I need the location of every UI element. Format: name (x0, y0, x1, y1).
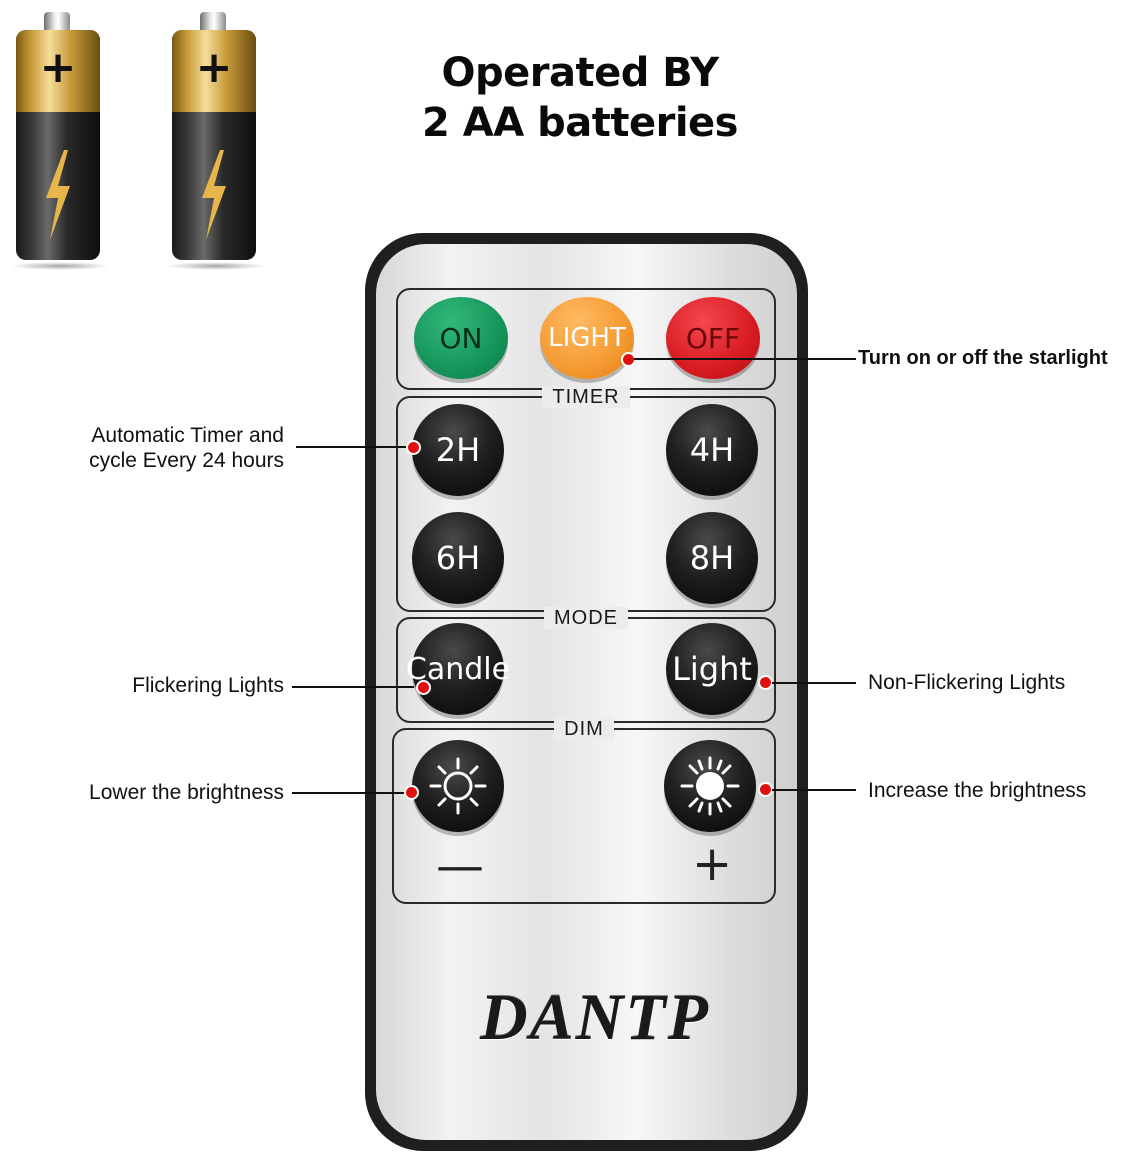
callout-line (772, 682, 856, 684)
callout-dot (404, 785, 419, 800)
power-panel: ON LIGHT OFF (396, 288, 776, 390)
callout-dot (406, 440, 421, 455)
on-button[interactable]: ON (414, 297, 508, 379)
callout-flickering: Flickering Lights (132, 674, 284, 697)
title-line-1: Operated BY (441, 50, 719, 96)
dim-up-button[interactable] (664, 740, 756, 832)
light-mode-label: Light (672, 650, 752, 688)
mode-panel: MODE Candle Light (396, 607, 776, 723)
callout-line (296, 446, 408, 448)
callout-dot (758, 675, 773, 690)
callout-line (292, 792, 404, 794)
light-mode-button[interactable]: Light (666, 623, 758, 715)
brightness-high-icon (680, 756, 740, 816)
plus-sign: + (692, 836, 733, 892)
callout-timer-line-1: Automatic Timer and (91, 424, 284, 447)
timer-8h-button[interactable]: 8H (666, 512, 758, 604)
off-button-label: OFF (685, 321, 741, 355)
timer-section-label: TIMER (542, 386, 630, 408)
off-button[interactable]: OFF (666, 297, 760, 379)
timer-8h-label: 8H (689, 539, 735, 577)
page-title: Operated BY 2 AA batteries (380, 48, 780, 148)
on-button-label: ON (439, 321, 483, 355)
brand-logo: DANTP (480, 981, 710, 1054)
callout-line (772, 789, 856, 791)
timer-6h-label: 6H (435, 539, 481, 577)
timer-4h-button[interactable]: 4H (666, 404, 758, 496)
callout-timer-line-2: cycle Every 24 hours (89, 449, 284, 472)
remote-face: ON LIGHT OFF TIMER 2H 4H 6H 8H MODE Cand… (376, 244, 797, 1140)
minus-sign: — (436, 838, 484, 894)
timer-2h-label: 2H (435, 431, 481, 469)
brightness-low-icon (429, 757, 487, 815)
timer-6h-button[interactable]: 6H (412, 512, 504, 604)
callout-non-flickering: Non-Flickering Lights (868, 671, 1066, 694)
candle-mode-button[interactable]: Candle (406, 623, 510, 715)
timer-2h-button[interactable]: 2H (412, 404, 504, 496)
mode-section-label: MODE (544, 607, 628, 629)
callout-starlight: Turn on or off the starlight (858, 347, 1108, 369)
callout-line (292, 686, 414, 688)
title-line-2: 2 AA batteries (422, 100, 738, 146)
callout-increase-brightness: Increase the brightness (868, 779, 1087, 802)
callout-dot (416, 680, 431, 695)
timer-4h-label: 4H (689, 431, 735, 469)
light-button-label: LIGHT (548, 323, 626, 353)
callout-dot (758, 782, 773, 797)
timer-panel: TIMER 2H 4H 6H 8H (396, 386, 776, 612)
callout-timer: Automatic Timer and cycle Every 24 hours (64, 423, 284, 473)
callout-line (634, 358, 856, 360)
callout-lower-brightness: Lower the brightness (89, 781, 284, 804)
dim-down-button[interactable] (412, 740, 504, 832)
dim-panel: DIM (392, 718, 776, 904)
dim-section-label: DIM (554, 718, 614, 740)
light-button[interactable]: LIGHT (540, 297, 634, 379)
